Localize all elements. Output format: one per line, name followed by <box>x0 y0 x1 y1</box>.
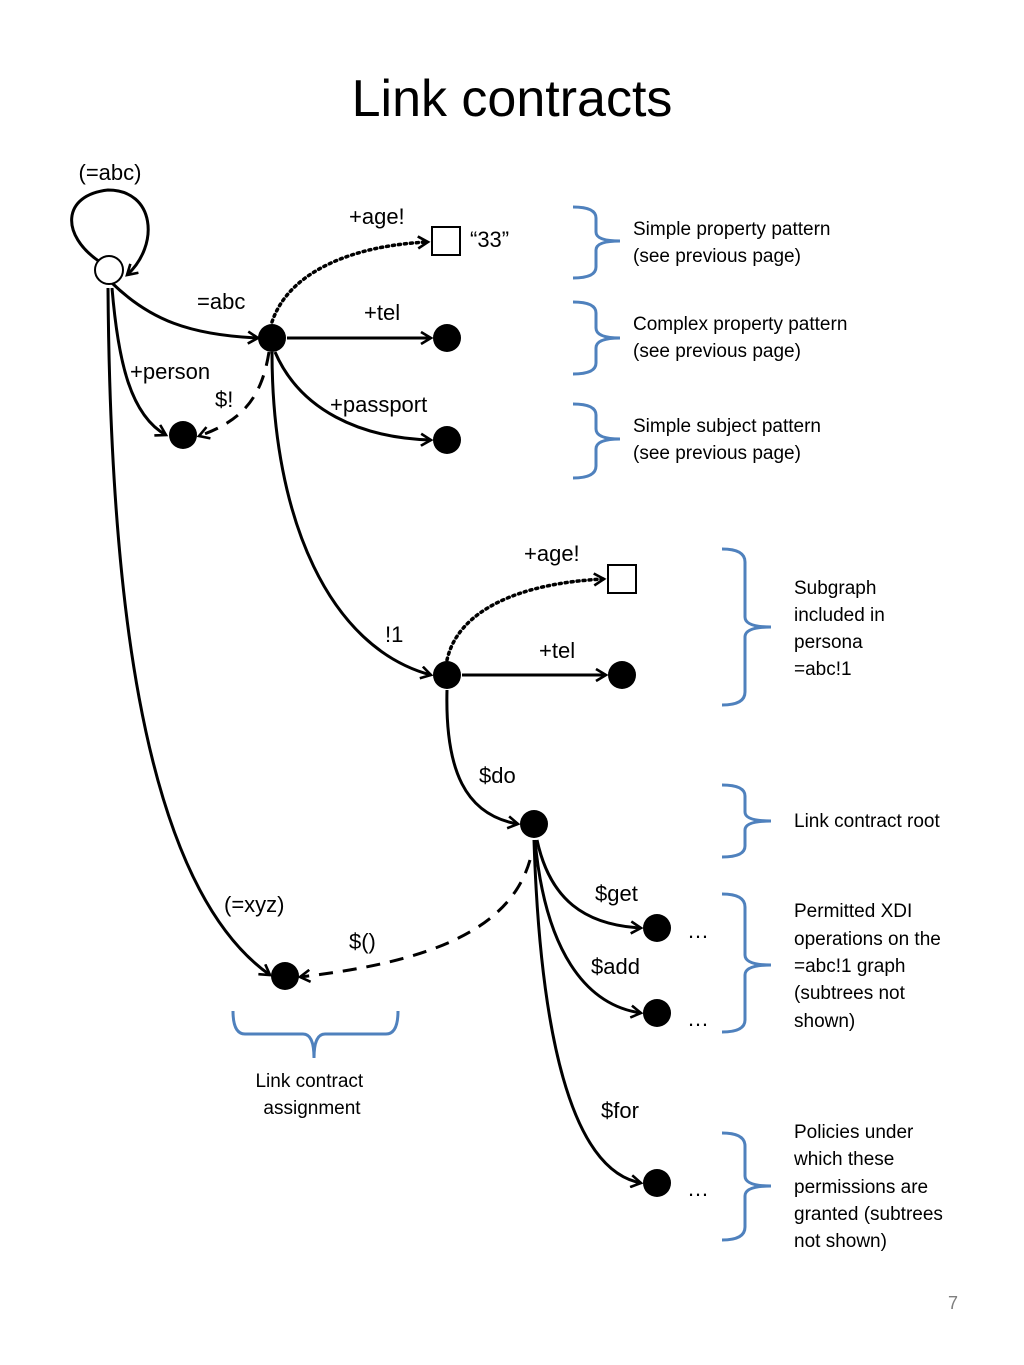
label-get: $get <box>595 881 638 906</box>
label-for: $for <box>601 1098 639 1123</box>
edge-passport <box>273 351 431 440</box>
edge-dollar-paren <box>300 859 532 977</box>
label-xyz: (=xyz) <box>224 892 285 917</box>
node-person <box>169 421 197 449</box>
label-age-top: +age! <box>349 204 405 229</box>
note-subgraph-line-2: included in <box>794 605 885 626</box>
label-age-sub: +age! <box>524 541 580 566</box>
note-permitted-line-2: operations on the <box>794 929 941 950</box>
node-tel-sub <box>608 661 636 689</box>
edge-person <box>110 287 166 435</box>
edge-bang1 <box>270 351 431 675</box>
node-add <box>643 999 671 1027</box>
note-subgraph-line-4: =abc!1 <box>794 659 852 680</box>
label-person: +person <box>130 359 210 384</box>
edge-abc <box>110 281 258 338</box>
edge-dollar-bang <box>199 351 271 436</box>
note-lc-root: Link contract root <box>794 811 940 832</box>
brace-lc-root <box>721 783 772 859</box>
ellipsis-get: … <box>687 918 709 943</box>
note-assignment: Link contract assignment <box>255 1071 368 1119</box>
edge-get <box>535 839 641 928</box>
note-complex-property: Complex property pattern (see previous p… <box>633 314 853 362</box>
label-passport: +passport <box>330 392 427 417</box>
note-subgraph-line-1: Subgraph <box>794 578 876 599</box>
label-dollar-bang: $! <box>215 387 233 412</box>
edge-do <box>445 689 518 824</box>
label-do: $do <box>479 763 516 788</box>
note-simple-subject: Simple subject pattern (see previous pag… <box>633 416 826 464</box>
node-for <box>643 1169 671 1197</box>
note-policies: Policies under which these permissions a… <box>793 1122 948 1252</box>
node-get <box>643 914 671 942</box>
node-do <box>520 810 548 838</box>
label-tel-sub: +tel <box>539 638 575 663</box>
note-permitted: Permitted XDI operations on the =abc!1 g… <box>794 901 946 1032</box>
note-subgraph: Subgraph included in persona =abc!1 <box>794 578 890 680</box>
brace-simple-subject <box>572 402 621 480</box>
brace-policies <box>721 1131 772 1242</box>
note-simple-property-line-1: Simple property pattern <box>633 219 831 240</box>
label-tel-top: +tel <box>364 300 400 325</box>
edge-for <box>532 839 641 1183</box>
ellipsis-add: … <box>687 1006 709 1031</box>
note-permitted-line-4: (subtrees not <box>794 983 906 1004</box>
node-tel-top <box>433 324 461 352</box>
note-permitted-line-3: =abc!1 graph <box>794 956 905 977</box>
note-policies-line-2: which these <box>793 1149 894 1170</box>
ellipsis-for: … <box>687 1176 709 1201</box>
note-simple-subject-line-2: (see previous page) <box>633 443 801 464</box>
note-permitted-line-1: Permitted XDI <box>794 901 912 922</box>
note-policies-line-4: granted (subtrees <box>794 1204 943 1225</box>
brace-complex-property <box>572 300 621 376</box>
note-simple-property: Simple property pattern (see previous pa… <box>633 219 836 267</box>
node-abc <box>258 324 286 352</box>
note-permitted-line-5: shown) <box>794 1011 855 1032</box>
note-policies-line-3: permissions are <box>794 1177 928 1198</box>
note-complex-property-line-1: Complex property pattern <box>633 314 847 335</box>
root-node <box>94 255 124 285</box>
note-simple-property-line-2: (see previous page) <box>633 246 801 267</box>
note-lc-root-line-1: Link contract root <box>794 811 940 832</box>
literal-node-sub <box>607 564 637 594</box>
node-bang1 <box>433 661 461 689</box>
note-policies-line-5: not shown) <box>794 1231 887 1252</box>
edge-age-sub <box>445 579 604 662</box>
label-dollar-paren: $() <box>349 929 376 954</box>
edge-age-top <box>270 242 428 324</box>
literal-value: “33” <box>470 227 509 252</box>
label-add: $add <box>591 954 640 979</box>
edge-add <box>533 839 641 1013</box>
node-xyz <box>271 962 299 990</box>
brace-simple-property <box>572 205 621 280</box>
root-self-loop <box>70 188 150 275</box>
label-bang1: !1 <box>385 622 403 647</box>
brace-assignment <box>231 1010 400 1059</box>
note-policies-line-1: Policies under <box>794 1122 914 1143</box>
note-assignment-line-1: Link contract <box>255 1071 363 1092</box>
note-complex-property-line-2: (see previous page) <box>633 341 801 362</box>
edge-xyz <box>106 287 270 975</box>
note-assignment-line-2: assignment <box>263 1098 361 1119</box>
literal-node-top <box>431 226 461 256</box>
note-subgraph-line-3: persona <box>794 632 863 653</box>
page-number: 7 <box>948 1293 958 1313</box>
root-node-label: (=abc) <box>79 160 142 185</box>
node-passport <box>433 426 461 454</box>
page-title: Link contracts <box>352 70 673 128</box>
note-simple-subject-line-1: Simple subject pattern <box>633 416 821 437</box>
brace-subgraph <box>721 547 772 707</box>
label-abc: =abc <box>197 289 245 314</box>
brace-permitted <box>721 892 772 1034</box>
